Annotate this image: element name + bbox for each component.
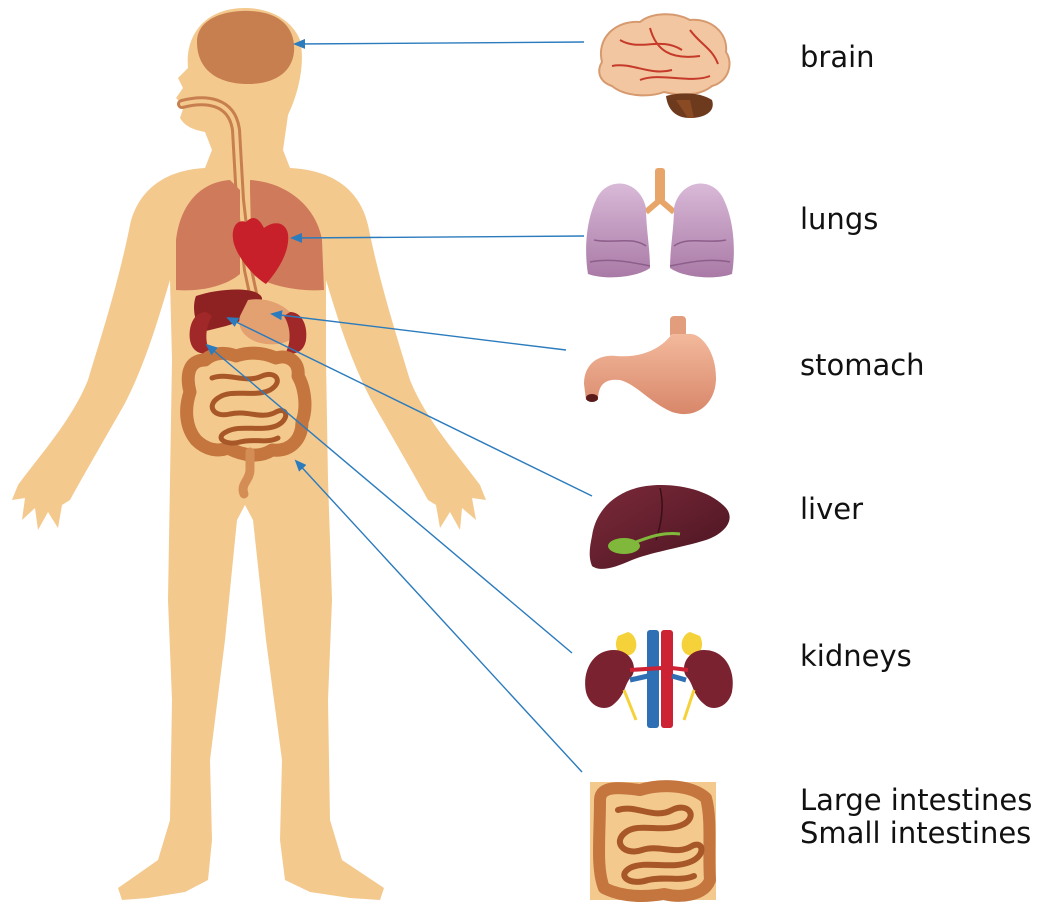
intestines-icon xyxy=(590,782,716,900)
body-brain xyxy=(197,11,294,84)
label-lungs: lungs xyxy=(800,202,878,236)
lungs-icon xyxy=(586,168,734,277)
label-small-intestines: Small intestines xyxy=(800,816,1031,850)
human-body xyxy=(12,8,486,900)
label-brain: brain xyxy=(800,40,875,74)
arrow-brain xyxy=(295,42,584,44)
label-large-intestines: Large intestines xyxy=(800,783,1032,817)
stomach-icon xyxy=(584,316,716,414)
brain-icon xyxy=(599,14,729,118)
liver-icon xyxy=(590,485,730,569)
label-stomach: stomach xyxy=(800,348,925,382)
label-kidneys: kidneys xyxy=(800,639,912,673)
organ-labels: brain lungs stomach liver kidneys Large … xyxy=(800,40,1032,850)
kidneys-icon xyxy=(585,630,733,728)
label-liver: liver xyxy=(800,492,863,526)
